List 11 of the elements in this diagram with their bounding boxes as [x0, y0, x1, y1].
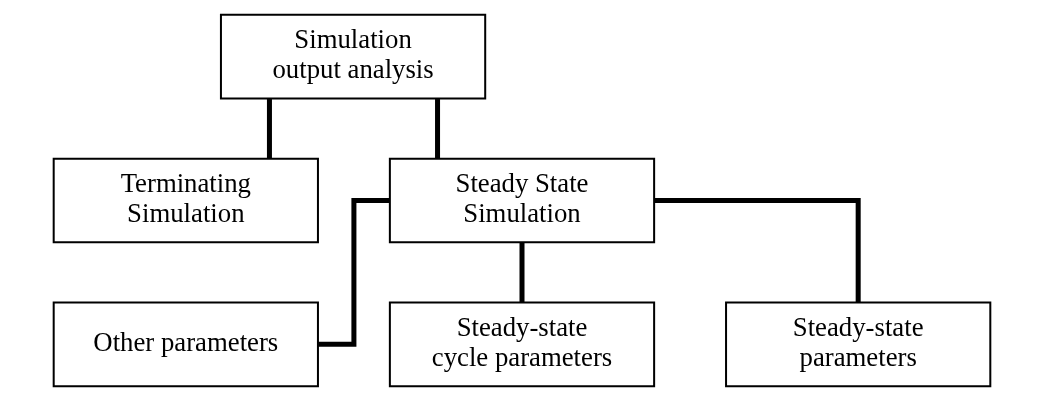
node-box: Other parameters [52, 301, 319, 388]
node-box: Steady State Simulation [388, 157, 656, 244]
connector [266, 99, 272, 159]
node-box: Simulation output analysis [219, 13, 487, 100]
node-box: Steady-state cycle parameters [388, 301, 656, 388]
connector [519, 242, 525, 303]
connector [318, 198, 390, 347]
connector [435, 99, 441, 159]
node-box: Terminating Simulation [52, 157, 319, 244]
node-box: Steady-state parameters [725, 301, 992, 388]
connector [654, 198, 861, 302]
